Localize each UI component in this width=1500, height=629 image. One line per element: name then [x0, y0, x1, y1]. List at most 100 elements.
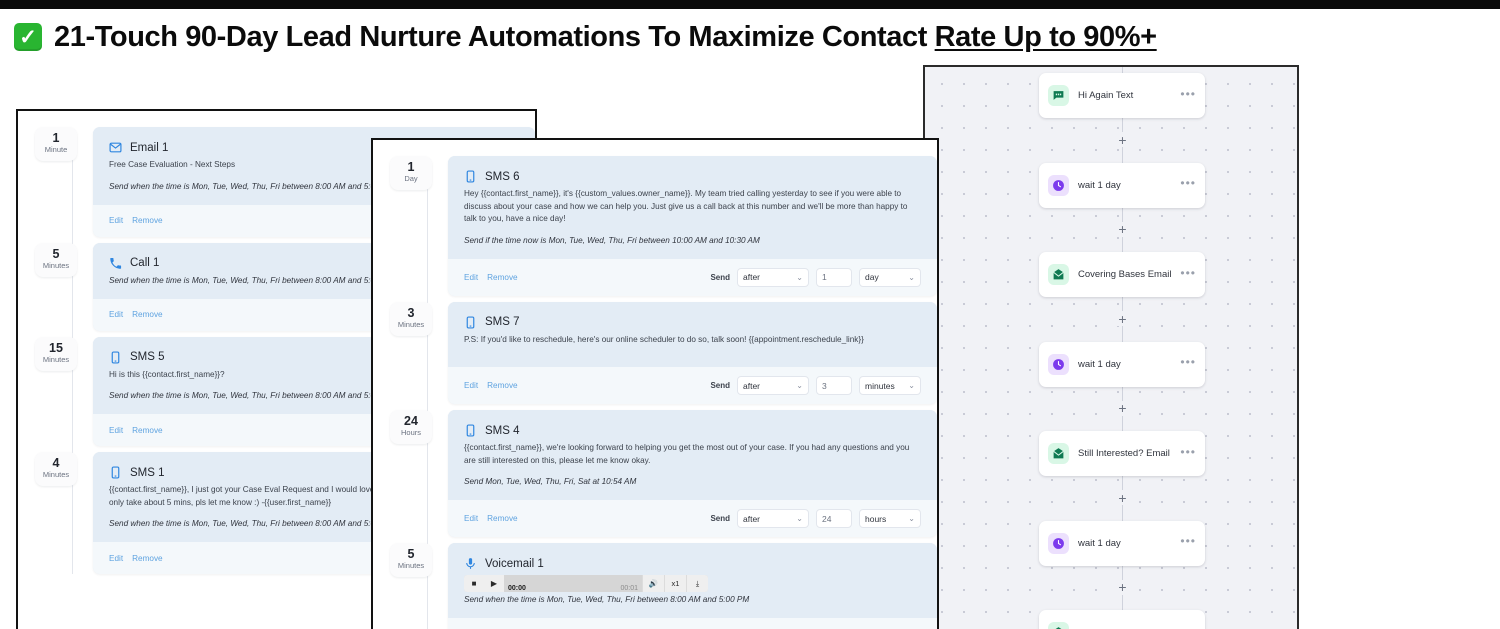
send-unit-select[interactable]: day⌄ [859, 267, 921, 287]
workflow-node-label: Still Interested? Email [1078, 448, 1170, 459]
send-delay-input[interactable]: 3 [816, 376, 852, 395]
step-card-title: SMS 1 [109, 466, 519, 479]
remove-link[interactable]: Remove [487, 514, 518, 523]
add-step-button[interactable]: + [1115, 490, 1130, 505]
workflow-node[interactable]: wait 1 day••• [1039, 162, 1205, 208]
workflow-builder-panel[interactable]: Hi Again Text••• + wait 1 day ••• + Covering … [923, 65, 1299, 629]
send-unit-select[interactable]: minutes ⌄ [859, 376, 921, 395]
send-mode-select[interactable]: after ⌄ [737, 267, 809, 287]
step-schedule-text: Send when the time is Mon, Tue, Wed, Thu… [109, 391, 395, 400]
send-mode-value: after [743, 380, 761, 391]
workflow-node-label: wait 1 day [1078, 358, 1121, 370]
step-message-text: {{contact.first_name}}, we're looking fo… [464, 443, 910, 465]
remove-link[interactable]: Remove [132, 216, 163, 225]
node-menu-icon[interactable]: ••• [1180, 444, 1196, 459]
step-title-text: SMS 6 [485, 170, 520, 183]
remove-link[interactable]: Remove [487, 381, 518, 390]
edit-link[interactable]: Edit [109, 216, 124, 225]
mid-timeline-rail [427, 162, 428, 629]
step-card-footer: Edit Remove Send after ⌄ 1 day⌄ [448, 258, 937, 296]
node-menu-icon[interactable]: ••• [1180, 534, 1196, 548]
workflow-node[interactable]: wait 1 day ••• [1039, 341, 1205, 387]
step-card-title: Voicemail 1 [464, 557, 921, 570]
volume-icon[interactable]: 🔊 [642, 575, 664, 592]
edit-link[interactable]: Edit [109, 310, 124, 319]
remove-link[interactable]: Remove [132, 425, 163, 435]
sms-icon [464, 170, 477, 183]
remove-link[interactable]: Remove [132, 310, 163, 319]
send-mode-value: after [743, 513, 761, 524]
stop-button[interactable]: ■ [464, 575, 484, 592]
edit-link[interactable]: Edit [464, 381, 479, 390]
step-delay-unit: Minutes [397, 561, 425, 570]
chevron-down-icon: ⌄ [908, 381, 915, 390]
download-icon[interactable]: ⤓ [686, 575, 708, 592]
add-step-button[interactable]: + [1115, 311, 1130, 326]
send-unit-value: minutes [865, 380, 895, 391]
node-menu-icon[interactable]: ••• [1180, 86, 1196, 101]
step-delay-number: 1 [407, 160, 415, 174]
workflow-node-label: wait 1 day [1078, 537, 1121, 549]
sms-icon [109, 466, 122, 479]
voicemail-icon [464, 557, 477, 570]
edit-link[interactable]: Edit [464, 514, 479, 523]
send-delay-input[interactable]: 1 [816, 267, 852, 287]
node-menu-icon[interactable]: ••• [1180, 265, 1196, 280]
email-open-icon [1048, 622, 1069, 629]
send-mode-value: after [743, 272, 761, 282]
step-title-text: Voicemail 1 [485, 557, 544, 570]
node-menu-icon[interactable]: ••• [1180, 176, 1196, 190]
send-delay-value: 24 [822, 513, 832, 524]
add-step-button[interactable]: + [1115, 221, 1130, 237]
step-delay-number: 5 [52, 246, 60, 261]
sms-icon [464, 315, 477, 329]
audio-current-time: 00:00 [508, 585, 526, 592]
top-black-bar [0, 0, 1500, 9]
edit-link[interactable]: Edit [109, 553, 124, 563]
step-message-text: {{contact.first_name}}, I just got your … [109, 485, 508, 507]
send-label: Send [710, 514, 730, 523]
remove-link[interactable]: Remove [132, 553, 163, 563]
send-unit-select[interactable]: hours⌄ [859, 509, 921, 528]
chevron-down-icon: ⌄ [796, 272, 803, 282]
step-message-text: Hey {{contact.first_name}}, it's {{custo… [464, 189, 908, 223]
workflow-node[interactable]: Covering Bases Email ••• [1039, 252, 1205, 297]
step-delay-number: 5 [407, 547, 415, 561]
step-card-title: SMS 6 [464, 170, 921, 183]
add-step-button[interactable]: + [1115, 579, 1130, 595]
workflow-node[interactable]: wait 1 day ••• [1039, 520, 1205, 566]
send-mode-select[interactable]: after⌄ [737, 509, 809, 528]
step-delay-number: 4 [52, 456, 60, 470]
edit-link[interactable]: Edit [109, 425, 124, 435]
playback-speed-button[interactable]: x1 [664, 575, 686, 592]
phone-icon [109, 257, 122, 270]
step-schedule-text: Send if the time now is Mon, Tue, Wed, T… [464, 235, 760, 245]
edit-link[interactable]: Edit [464, 272, 479, 282]
workflow-node[interactable] [1039, 610, 1205, 629]
step-schedule-text: Send when the time is Mon, Tue, Wed, Thu… [109, 181, 395, 191]
send-label: Send [710, 272, 730, 282]
node-menu-icon[interactable]: ••• [1180, 355, 1196, 369]
workflow-node[interactable]: Still Interested? Email ••• [1039, 431, 1205, 476]
workflow-node-label: Covering Bases Email [1078, 269, 1172, 280]
add-step-button[interactable]: + [1115, 400, 1130, 416]
workflow-node[interactable]: Hi Again Text••• [1039, 73, 1205, 118]
play-button[interactable]: ▶ [484, 575, 504, 592]
add-step-button[interactable]: + [1115, 132, 1130, 147]
sms-icon [464, 424, 477, 437]
send-delay-input[interactable]: 24 [816, 509, 852, 528]
send-mode-select[interactable]: after⌄ [737, 376, 809, 395]
remove-link[interactable]: Remove [487, 272, 518, 282]
